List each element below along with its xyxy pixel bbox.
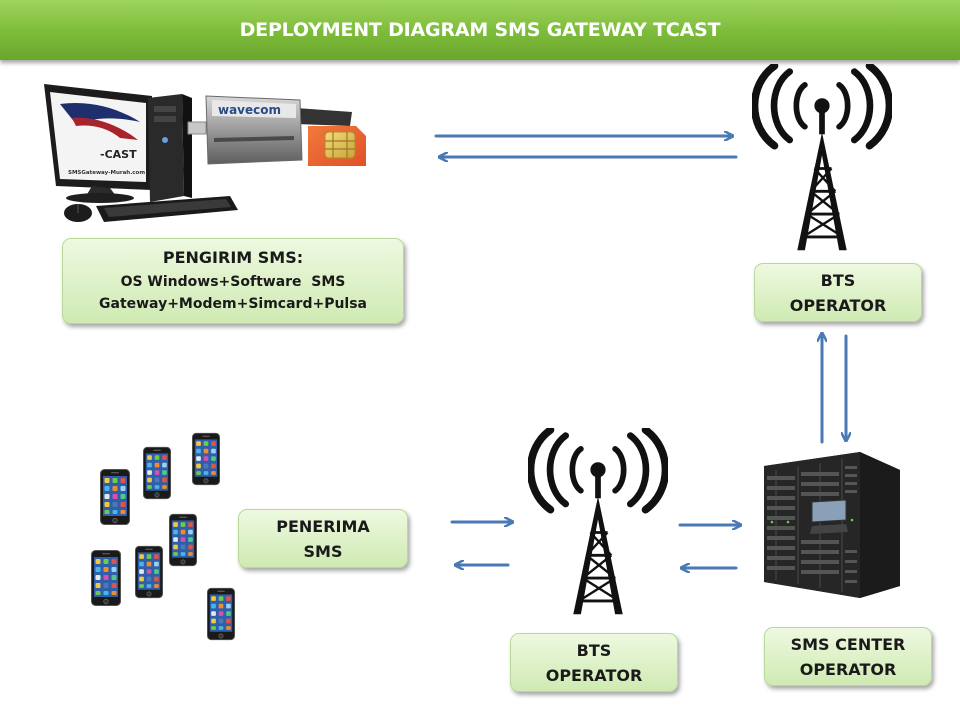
bts-bottom-line-2: OPERATOR: [545, 665, 643, 685]
mobile-phone-icon: [207, 587, 235, 641]
bts-top-label: BTS OPERATOR: [754, 263, 922, 322]
sender-label: PENGIRIM SMS: OS Windows+Software SMS Ga…: [62, 238, 404, 324]
sender-line-2: Gateway+Modem+Simcard+Pulsa: [99, 295, 367, 312]
arrows: [434, 136, 846, 568]
bts-top-line-2: OPERATOR: [789, 295, 887, 315]
computer-icon: -CAST SMSGateway-Murah.com: [44, 84, 238, 222]
receiver-line-2: SMS: [303, 541, 343, 561]
sms-center-label: SMS CENTER OPERATOR: [764, 627, 932, 686]
monitor-brand: -CAST: [100, 148, 137, 161]
mobile-phone-icon: [169, 513, 197, 567]
receiver-label: PENERIMA SMS: [238, 509, 408, 568]
title-bar: DEPLOYMENT DIAGRAM SMS GATEWAY TCAST: [0, 0, 960, 60]
phone-cluster: [91, 432, 235, 641]
sender-heading: PENGIRIM SMS:: [162, 247, 304, 267]
sms-center-line-2: OPERATOR: [799, 659, 897, 679]
mobile-phone-icon: [143, 446, 171, 500]
diagram-title: DEPLOYMENT DIAGRAM SMS GATEWAY TCAST: [239, 19, 721, 41]
mobile-phone-icon: [135, 545, 163, 599]
bts-top-line-1: BTS: [820, 270, 856, 290]
modem-brand: wavecom: [218, 103, 281, 117]
gsm-modem-icon: wavecom: [187, 95, 352, 165]
radio-tower-icon: [531, 430, 666, 614]
mobile-phone-icon: [91, 550, 121, 606]
monitor-url: SMSGateway-Murah.com: [68, 170, 145, 176]
server-rack-icon: [764, 452, 900, 598]
receiver-line-1: PENERIMA: [276, 516, 370, 536]
bts-bottom-line-1: BTS: [576, 640, 612, 660]
radio-tower-icon: [755, 66, 890, 250]
sender-line-1: OS Windows+Software SMS: [120, 273, 346, 290]
sms-center-line-1: SMS CENTER: [790, 634, 906, 654]
mobile-phone-icon: [192, 432, 220, 486]
bts-bottom-label: BTS OPERATOR: [510, 633, 678, 692]
mobile-phone-icon: [100, 469, 130, 525]
sim-card-icon: [308, 126, 366, 166]
